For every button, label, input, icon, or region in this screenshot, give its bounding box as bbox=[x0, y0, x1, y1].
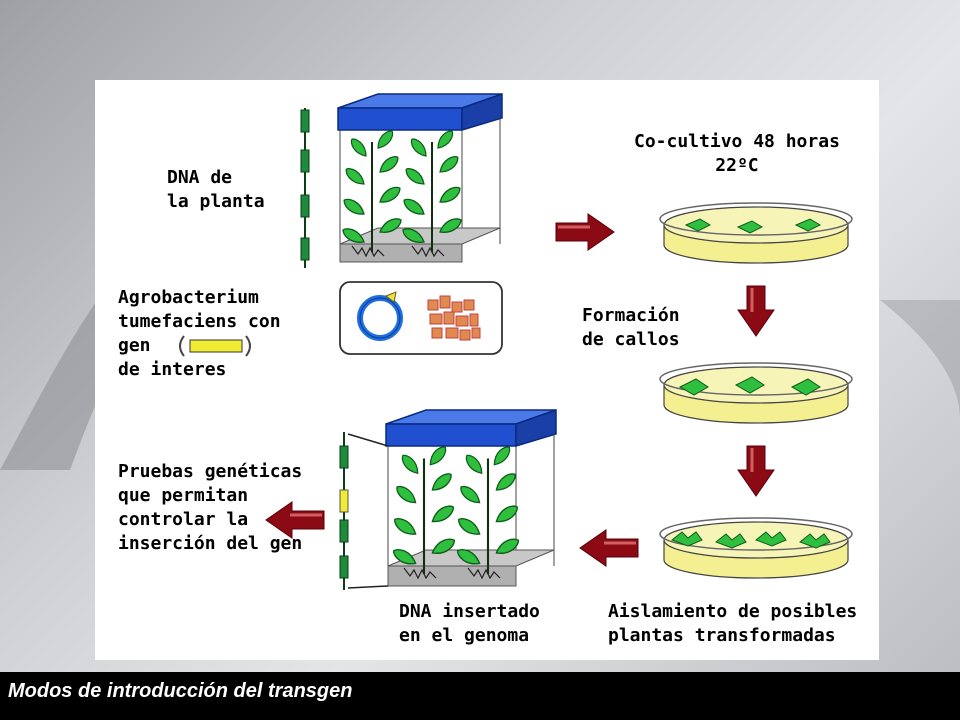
arrow-to-transformed-plant bbox=[578, 528, 640, 568]
arrow-down-1 bbox=[736, 284, 776, 338]
label-aislamiento: Aislamiento de posibles plantas transfor… bbox=[608, 601, 858, 646]
petri-dish-callos bbox=[659, 362, 853, 424]
petri-dish-cocultivo bbox=[659, 202, 853, 264]
arrow-to-cocultivo bbox=[554, 212, 616, 252]
transgenic-dna-strand bbox=[339, 432, 389, 590]
plant-box-top bbox=[337, 92, 503, 263]
footer-bar bbox=[0, 672, 960, 720]
plant-dna-strand bbox=[300, 108, 310, 268]
arrow-down-2 bbox=[736, 444, 776, 498]
slide-title: Modos de introducción del transgen bbox=[8, 680, 353, 702]
label-agrobacterium: Agrobacterium tumefaciens con gen de int… bbox=[118, 287, 281, 380]
label-dna-planta: DNA de la planta bbox=[167, 167, 265, 212]
petri-dish-aislamiento bbox=[659, 517, 853, 579]
label-dna-insertado: DNA insertado en el genoma bbox=[399, 601, 540, 646]
plant-box-bottom bbox=[385, 408, 557, 587]
label-formacion-callos: Formación de callos bbox=[582, 305, 680, 350]
agrobacterium-box bbox=[339, 281, 503, 355]
label-cocultivo: Co-cultivo 48 horas 22ºC bbox=[634, 131, 840, 176]
gene-of-interest-icon bbox=[179, 335, 251, 357]
label-pruebas: Pruebas genéticas que permitan controlar… bbox=[118, 461, 303, 554]
